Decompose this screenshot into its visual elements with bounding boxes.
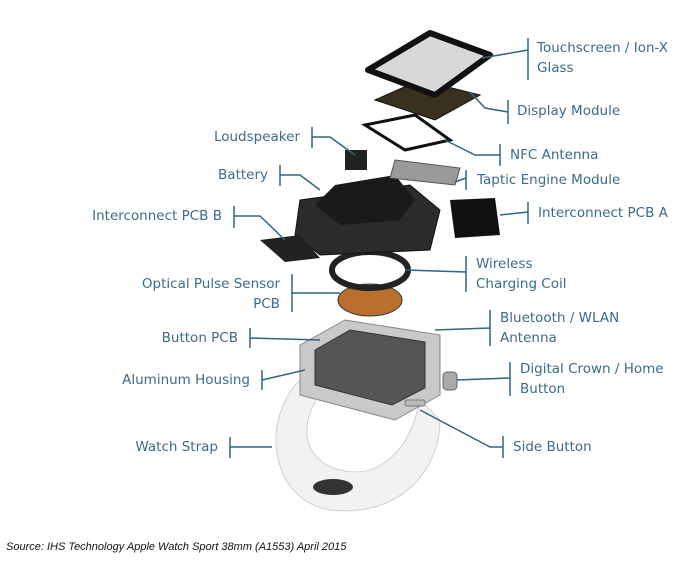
label-interconnect-pcb-a: Interconnect PCB A [538, 205, 668, 221]
label-aluminum-housing: Aluminum Housing [122, 372, 250, 388]
label-line: Glass [537, 60, 574, 76]
label-line: Wireless [476, 256, 533, 272]
source-caption: Source: IHS Technology Apple Watch Sport… [6, 541, 347, 553]
label-line: PCB [253, 296, 280, 312]
label-nfc-antenna: NFC Antenna [510, 147, 599, 163]
label-bluetooth-wlan: Bluetooth / WLAN Antenna [500, 308, 619, 348]
label-button-pcb: Button PCB [161, 330, 238, 346]
label-line: Antenna [500, 330, 557, 346]
label-interconnect-pcb-b: Interconnect PCB B [92, 208, 222, 224]
label-battery: Battery [218, 167, 268, 183]
label-line: Touchscreen / Ion-X [537, 40, 668, 56]
label-line: Charging Coil [476, 276, 567, 292]
label-line: Button [520, 381, 566, 397]
label-loudspeaker: Loudspeaker [213, 129, 300, 145]
strap-hole [313, 479, 353, 495]
label-taptic-engine: Taptic Engine Module [477, 172, 621, 188]
label-touchscreen: Touchscreen / Ion-X Glass [537, 38, 668, 78]
label-line: Optical Pulse Sensor [141, 276, 280, 292]
watch-strap-shape [275, 379, 441, 512]
label-line: Bluetooth / WLAN [500, 310, 620, 326]
label-line: Digital Crown / Home [520, 361, 664, 377]
label-side-button: Side Button [513, 439, 592, 455]
side-button-shape [404, 399, 426, 407]
label-watch-strap: Watch Strap [135, 439, 218, 455]
digital-crown-shape [442, 371, 458, 391]
label-display-module: Display Module [517, 103, 621, 119]
leader-lines [229, 38, 529, 458]
touchscreen-shape [365, 30, 493, 98]
